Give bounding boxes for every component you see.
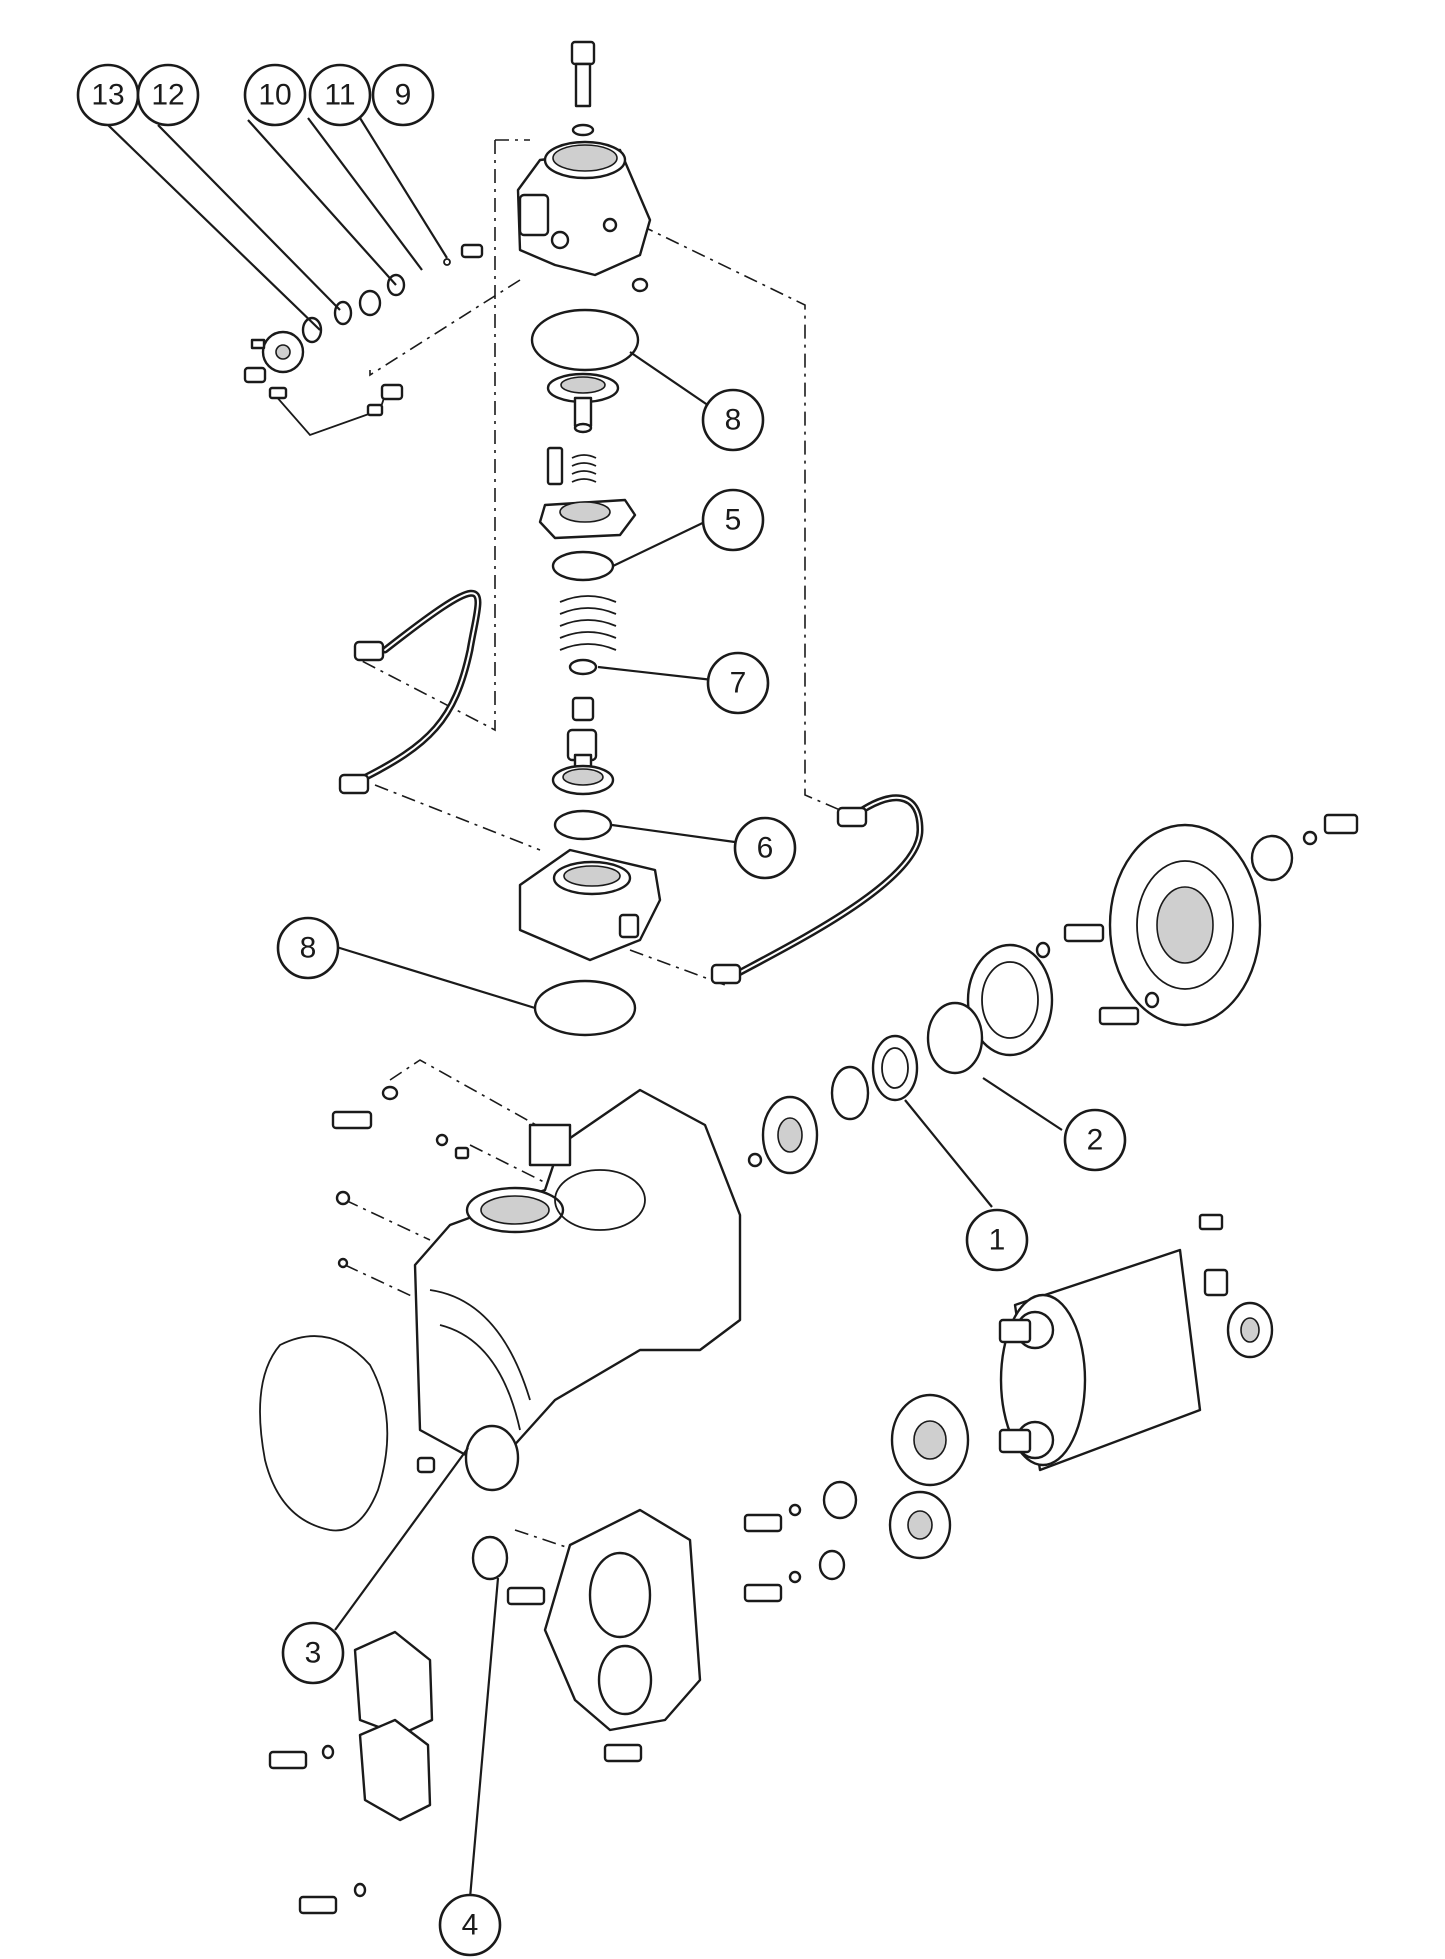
housing-gasket — [259, 1335, 389, 1532]
svg-text:8: 8 — [725, 404, 742, 437]
callout-10: 10 — [243, 63, 307, 127]
svg-text:5: 5 — [725, 504, 742, 537]
svg-text:8: 8 — [300, 932, 317, 965]
spring-and-screw — [546, 446, 597, 486]
right-hose — [710, 794, 924, 985]
svg-text:6: 6 — [757, 832, 774, 865]
callout-6: 6 — [733, 816, 797, 880]
callout-11: 11 — [308, 63, 372, 127]
svg-text:7: 7 — [730, 667, 747, 700]
svg-text:12: 12 — [151, 79, 184, 112]
seal-and-bearings — [747, 1034, 919, 1175]
upper-valve-housing — [516, 140, 652, 293]
main-pump-housing — [413, 1088, 742, 1462]
housing-bolts — [331, 1085, 470, 1474]
o-ring-5 — [551, 550, 615, 582]
callout-1: 1 — [965, 1208, 1029, 1272]
rear-cover-plate — [1108, 813, 1359, 1027]
lower-valve-body — [518, 848, 662, 962]
callout-8-lower: 8 — [276, 916, 340, 980]
top-cap-screw — [570, 40, 596, 137]
o-ring-6 — [553, 809, 613, 841]
callout-8-upper: 8 — [701, 388, 765, 452]
left-hose — [338, 589, 482, 795]
callout-7: 7 — [706, 651, 770, 715]
svg-text:2: 2 — [1087, 1124, 1104, 1157]
large-spring — [559, 595, 617, 651]
front-cover-housing — [506, 1508, 702, 1763]
leader-lines — [107, 117, 1063, 1899]
svg-text:10: 10 — [258, 79, 291, 112]
callout-9: 9 — [371, 63, 435, 127]
svg-text:1: 1 — [989, 1224, 1006, 1257]
valve-retainer — [538, 498, 637, 540]
diaphragm-upper — [530, 308, 640, 372]
small-fittings-group — [250, 243, 484, 374]
valve-poppet — [546, 372, 620, 434]
callout-5: 5 — [701, 488, 765, 552]
assembly-dashed-lines — [344, 139, 841, 1551]
rotor-assembly — [998, 1213, 1274, 1472]
seal-retainer — [926, 943, 1054, 1075]
piston-assembly — [551, 696, 615, 796]
callout-13: 13 — [76, 63, 140, 127]
callout-2: 2 — [1063, 1108, 1127, 1172]
backplate-bolts — [1035, 923, 1160, 1026]
o-ring-4 — [471, 1535, 509, 1581]
o-ring-3 — [464, 1424, 520, 1492]
callout-4: 4 — [438, 1893, 502, 1957]
o-ring-7 — [568, 658, 598, 676]
svg-text:4: 4 — [462, 1909, 479, 1942]
end-caps — [268, 1630, 434, 1915]
callout-12: 12 — [136, 63, 200, 127]
callout-3: 3 — [281, 1621, 345, 1685]
svg-text:13: 13 — [91, 79, 124, 112]
svg-text:9: 9 — [395, 79, 412, 112]
diaphragm-lower — [533, 979, 637, 1037]
callouts: 13 12 10 11 9 8 5 7 — [76, 63, 1127, 1957]
small-tube-assembly — [243, 366, 404, 437]
svg-text:11: 11 — [324, 79, 355, 112]
svg-text:3: 3 — [305, 1637, 322, 1670]
middle-bearings — [743, 1393, 970, 1603]
